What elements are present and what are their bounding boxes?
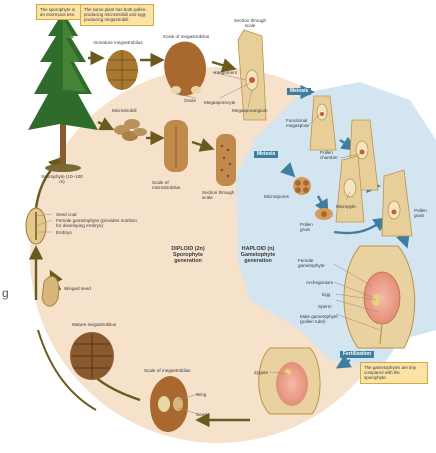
micropyle-scale-illustration xyxy=(335,155,365,223)
mature-megastrobilus-illustration xyxy=(70,332,114,380)
note-sporophyte: The sporophyte is an enormous tree. xyxy=(36,4,82,21)
microstrobilus-scale-illustration xyxy=(164,120,188,172)
haploid-arrow-b xyxy=(280,162,296,178)
cycle-arrow-circle-left xyxy=(37,329,97,411)
pollen-grain-illustration xyxy=(315,208,333,220)
tag-meiosis-mid: Meiosis xyxy=(254,151,279,158)
microstrobili-illustration xyxy=(114,119,147,141)
label-sporophyte: Sporophyte (10–100 m) xyxy=(41,174,83,185)
label-female-gametophyte-nutrition: Female gametophyte (provides nutrition f… xyxy=(56,218,137,229)
label-female-gametophyte: Female gametophyte xyxy=(298,258,325,269)
label-scale-microstrobilus: Scale of microstrobilus xyxy=(152,180,181,191)
haploid-arrow-f xyxy=(339,136,356,151)
microspores-illustration xyxy=(293,177,311,195)
tag-meiosis-top: Meiosis xyxy=(287,88,312,95)
haploid-arrow-d xyxy=(333,217,388,235)
side-letter: g xyxy=(2,286,9,300)
label-seed: Seed xyxy=(196,412,207,417)
label-micropyle: Micropyle xyxy=(336,204,356,209)
zygote-ovule-illustration xyxy=(258,347,321,415)
cycle-arrow-micro-section xyxy=(191,138,215,152)
cycle-arrow-scale-to-section xyxy=(211,58,237,73)
sporophyte-tree-illustration xyxy=(28,12,98,172)
haploid-arrow-c xyxy=(314,195,329,215)
label-zygote: Zygote xyxy=(254,370,269,375)
label-section-through-scale-top: Section through scale xyxy=(233,18,267,29)
label-microspores: Microspores xyxy=(264,194,290,199)
fertilization-arrow xyxy=(335,354,352,369)
label-pollen-chamber: Pollen chamber xyxy=(320,150,338,161)
immature-megastrobilus-illustration xyxy=(106,50,138,90)
label-megasporocyte: Megasporocyte xyxy=(204,100,236,105)
label-scale-megastrobilus-bottom: Scale of megastrobilus xyxy=(144,368,191,373)
phase-haploid: HAPLOID (n) Gametophyte generation xyxy=(240,246,276,265)
note-gametophytes: The gametophytes are tiny compared with … xyxy=(360,362,428,384)
label-wing: Wing xyxy=(196,392,207,397)
label-sperm: Sperm xyxy=(318,304,332,309)
ovule-gametophyte-illustration xyxy=(343,245,416,349)
note-plant-cones: The same plant has both pollen-producing… xyxy=(80,4,154,26)
cycle-arrow-left-upper xyxy=(34,156,64,209)
label-embryo: Embryo xyxy=(56,230,72,235)
label-winged-seed: Winged seed xyxy=(64,286,91,291)
label-mature-megastrobilus: Mature megastrobilus xyxy=(72,322,117,327)
label-scale-megastrobilus-top: Scale of megastrobilus xyxy=(162,34,210,39)
label-functional-megaspore: Functional megaspore xyxy=(286,118,309,129)
label-pollen-grain-b: Pollen grain xyxy=(414,208,427,219)
label-pollen-grain-a: Pollen grain xyxy=(300,222,313,233)
functional-megaspore-illustration xyxy=(309,95,337,151)
label-section-through-scale-mid: Section through scale xyxy=(202,190,235,201)
label-male-gametophyte: Male gametophyte (pollen tube) xyxy=(300,314,338,325)
megastrobilus-scale-bottom-illustration xyxy=(150,376,188,432)
label-microstrobili: Microstrobili xyxy=(112,108,137,113)
megastrobilus-scale-illustration xyxy=(164,41,207,96)
label-seed-coat: Seed coat xyxy=(56,212,77,217)
label-egg: Egg xyxy=(322,292,331,297)
winged-seed-illustration xyxy=(41,275,60,307)
label-ovule: Ovule xyxy=(184,98,197,103)
leader-lines xyxy=(35,71,381,415)
tag-fertilization: Fertilization xyxy=(340,351,375,358)
microsporangium-section-illustration xyxy=(216,134,236,186)
label-immature-megastrobilus: Immature megastrobilus xyxy=(93,40,143,45)
label-megasporangium: Megasporangium xyxy=(232,108,268,113)
label-integument: Integument xyxy=(214,70,237,75)
label-archegonium: Archegonium xyxy=(306,280,334,285)
phase-diploid: DIPLOID (2n) Sporophyte generation xyxy=(171,246,205,265)
cycle-arrow-micro xyxy=(97,117,115,131)
pollen-grain-scale-illustration xyxy=(381,169,413,237)
